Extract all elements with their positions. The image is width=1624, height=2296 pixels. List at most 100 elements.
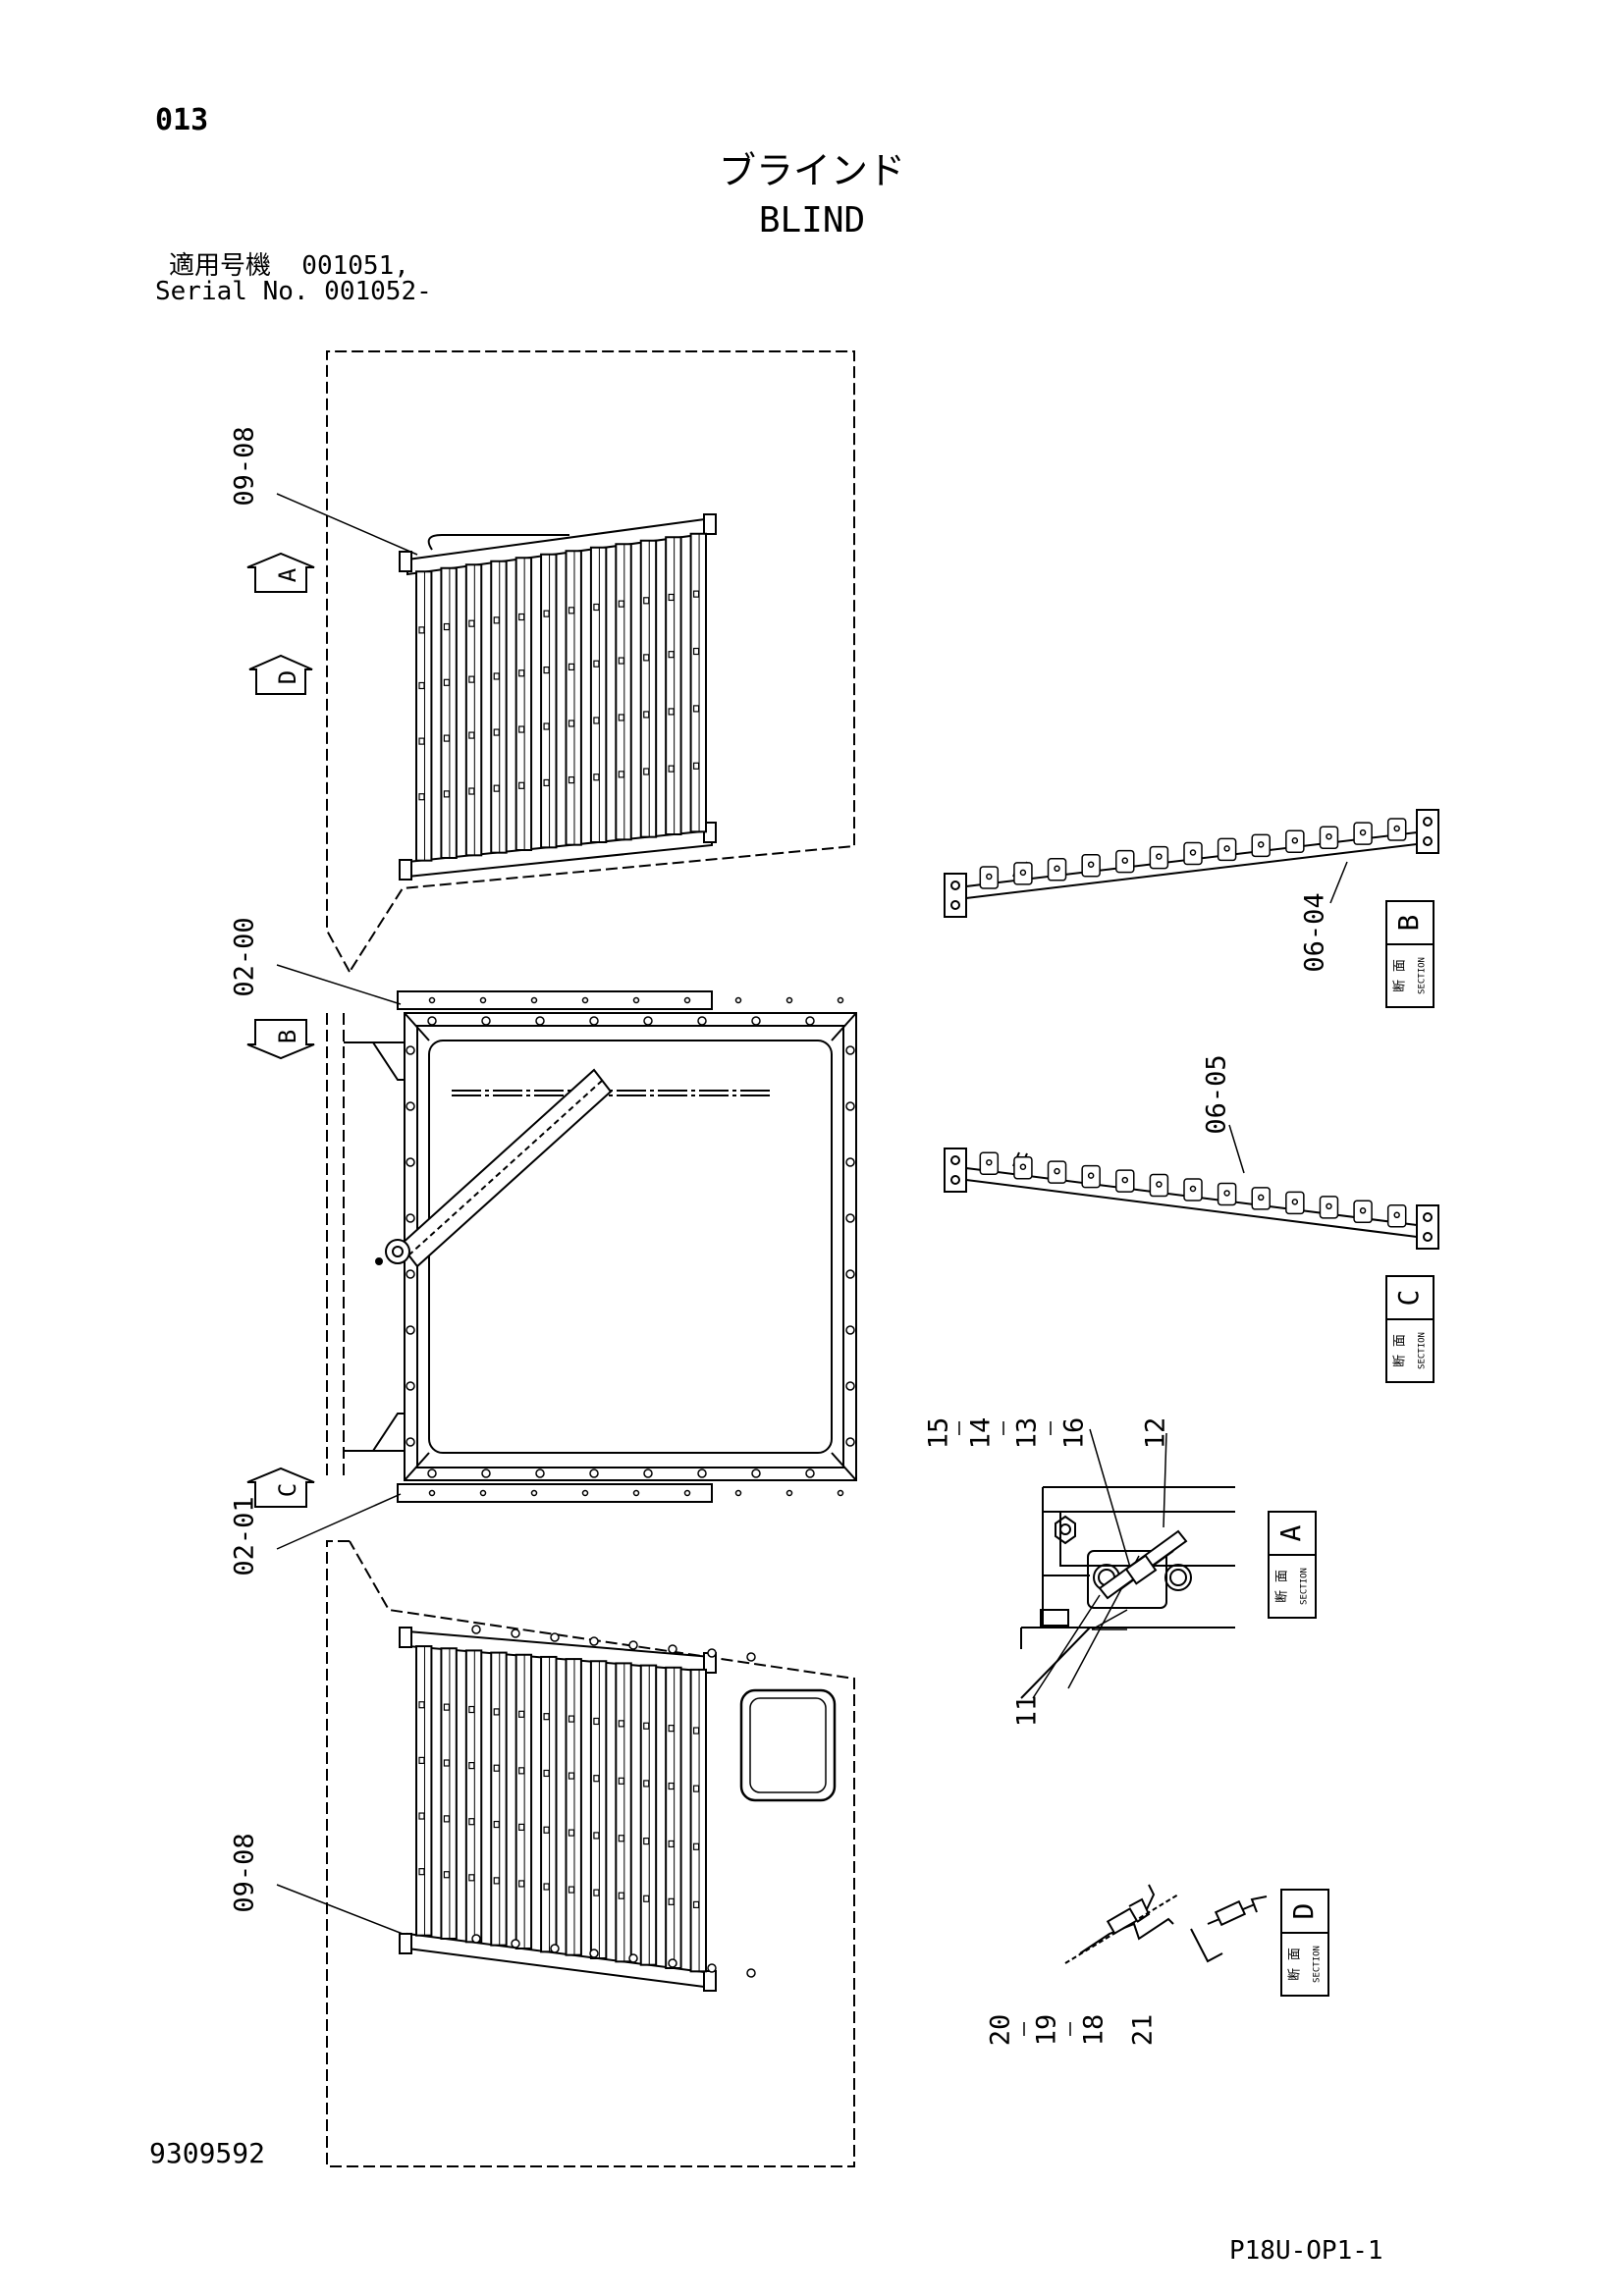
bolt — [589, 1468, 599, 1478]
slat-clip — [618, 600, 624, 608]
slat-clip — [443, 622, 451, 631]
slat-clip — [443, 1703, 451, 1711]
blind-slat — [689, 532, 707, 833]
slat-clip — [543, 722, 550, 730]
svg-text:B: B — [274, 1030, 301, 1043]
bolt — [785, 996, 793, 1004]
slat-clip — [668, 651, 675, 659]
slat-clip — [643, 654, 650, 662]
bolt — [589, 1636, 599, 1646]
callout-18: 18 — [1079, 2014, 1110, 2047]
slat-clip — [643, 1837, 650, 1845]
slat-clip — [493, 616, 500, 624]
bolt — [406, 1437, 415, 1447]
clip-rivet — [1359, 1207, 1367, 1214]
slat-clip — [418, 1868, 425, 1876]
bolt — [471, 1934, 481, 1944]
slat-clip — [593, 1717, 600, 1726]
svg-text:A: A — [274, 567, 301, 582]
page-reference: P18U-OP1-1 — [1229, 2236, 1383, 2266]
clip-rivet — [1087, 861, 1095, 868]
slat-clip — [643, 597, 650, 605]
callout-labels: 09-08 02-00 02-01 09-08 06-04 06-05 15 1… — [230, 426, 1330, 2046]
bolt — [845, 1381, 855, 1391]
slat-clip — [543, 1713, 550, 1721]
bolt — [535, 1016, 545, 1026]
clip-rivet — [1087, 1172, 1095, 1179]
callout-19: 19 — [1032, 2014, 1062, 2047]
serial-applicable-line: 適用号機 001051, — [169, 251, 409, 281]
clip-rivet — [1054, 1167, 1060, 1175]
slat-clip — [418, 737, 425, 745]
section-label-c: C 断 面 SECTION — [1385, 1275, 1435, 1383]
slat-clip — [668, 708, 675, 716]
blind-frame-middle — [344, 990, 857, 1503]
clip-rivet — [1223, 1190, 1230, 1197]
svg-text:D: D — [274, 670, 301, 684]
bolt — [746, 1968, 756, 1978]
slat-clip — [643, 1895, 650, 1902]
svg-text:SECTION: SECTION — [1418, 1332, 1428, 1369]
clip-rivet — [1156, 1181, 1163, 1188]
slat-clip — [493, 1764, 500, 1772]
bolt — [581, 1489, 589, 1497]
bolt — [427, 1468, 437, 1478]
clip-rivet — [1121, 857, 1129, 864]
slat-clip — [543, 666, 550, 674]
slat-clip — [568, 1886, 575, 1894]
blind-slat — [689, 1668, 707, 1973]
view-marker-d: D — [248, 654, 313, 695]
svg-text:C: C — [1392, 1290, 1425, 1307]
clip-rivet — [1291, 1199, 1299, 1205]
slat-clip — [692, 762, 700, 770]
title-english: BLIND — [758, 200, 866, 240]
callout-15: 15 — [924, 1417, 954, 1450]
bolt — [845, 1437, 855, 1447]
blind-slat — [514, 557, 533, 851]
slat-clip — [668, 1782, 675, 1790]
slat-clip — [668, 593, 675, 602]
callout-02-00: 02-00 — [230, 917, 260, 996]
blind-slat — [440, 1647, 458, 1940]
slat-clip — [643, 711, 650, 719]
frame-bolts — [406, 996, 855, 1978]
slat-clip — [643, 1722, 650, 1730]
bolt — [479, 1489, 487, 1497]
bolt — [707, 1648, 717, 1658]
bolt — [683, 1489, 691, 1497]
svg-text:断 面: 断 面 — [1288, 1948, 1303, 1981]
slat-clip — [418, 681, 425, 690]
bolt — [406, 1101, 415, 1111]
slat-clip — [443, 678, 451, 686]
slat-clip — [668, 765, 675, 773]
slat-clip — [418, 626, 425, 634]
bolt — [845, 1045, 855, 1055]
slat-clip — [618, 1720, 624, 1728]
callout-11: 11 — [1012, 1695, 1043, 1728]
slat-clip — [493, 1820, 500, 1829]
callout-14: 14 — [966, 1417, 997, 1450]
clip-rivet — [1019, 869, 1027, 877]
slat-clip — [618, 1777, 624, 1785]
slat-clip — [593, 603, 600, 612]
slat-clip — [568, 720, 575, 727]
section-b-clips — [979, 818, 1407, 889]
slat-clip — [493, 728, 500, 736]
svg-text:断 面: 断 面 — [1275, 1570, 1290, 1603]
slat-clip — [593, 1832, 600, 1840]
slat-clip — [692, 647, 700, 656]
bolt — [481, 1468, 491, 1478]
slat-clip — [643, 768, 650, 775]
slat-clip — [543, 610, 550, 617]
bolt — [837, 1489, 844, 1497]
slat-clip — [493, 672, 500, 680]
slat-clip — [468, 731, 475, 739]
bolt — [845, 1213, 855, 1223]
bolt — [581, 996, 589, 1004]
bolt — [427, 1016, 437, 1026]
bolt — [632, 996, 640, 1004]
bolt — [751, 1468, 761, 1478]
clip-rivet — [1257, 841, 1265, 848]
bolt — [845, 1101, 855, 1111]
slat-clip — [668, 1725, 675, 1733]
